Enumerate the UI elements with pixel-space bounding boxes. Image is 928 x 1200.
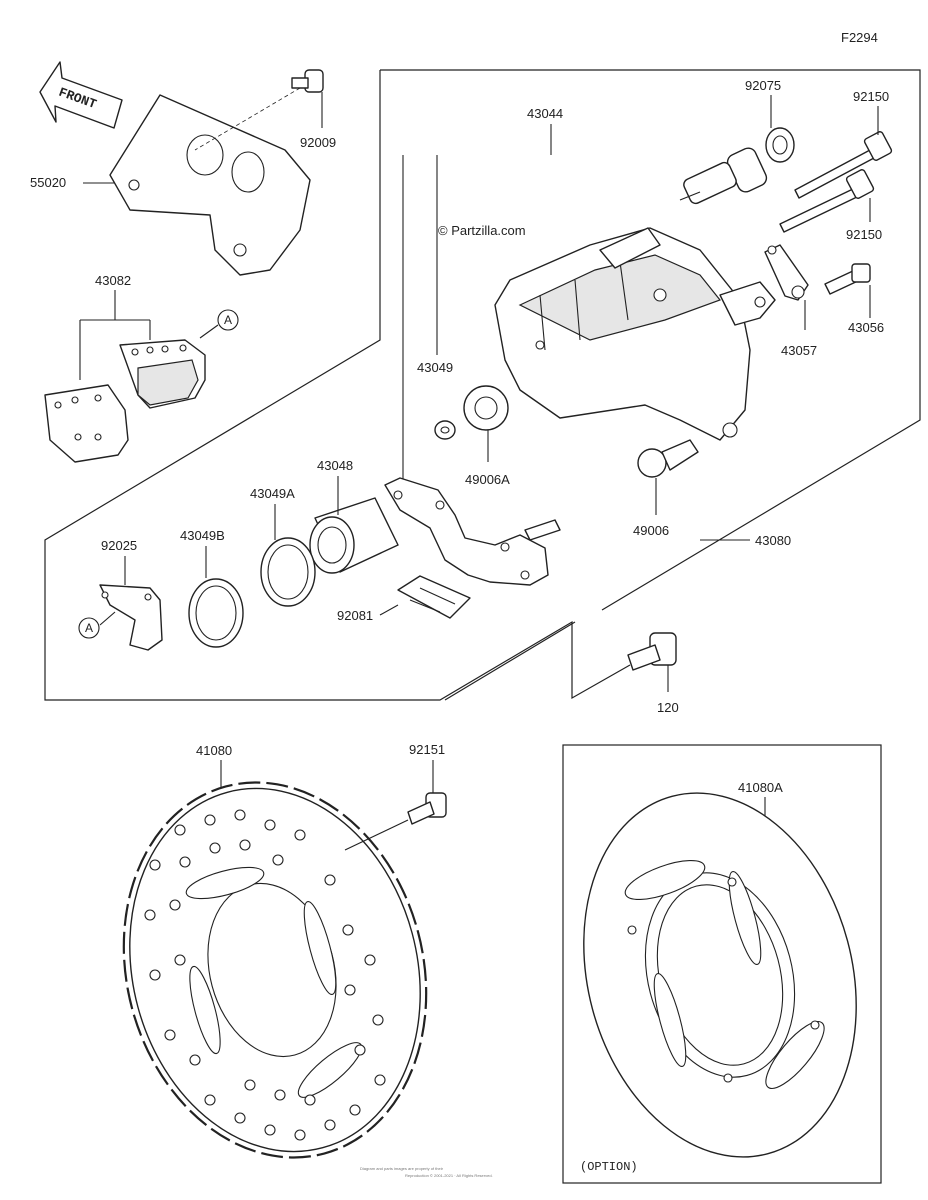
diagram-id: F2294 xyxy=(841,30,878,45)
fine-print-2: Reproduction © 2001-2021 · All Rights Re… xyxy=(405,1173,493,1178)
pin-boot-92075 xyxy=(679,127,795,205)
leader-92081 xyxy=(379,604,399,616)
callout-a-bottom-text: A xyxy=(85,621,93,635)
label-43044: 43044 xyxy=(527,106,563,121)
label-43048: 43048 xyxy=(317,458,353,473)
label-49006a: 49006A xyxy=(465,472,510,487)
clip-92081 xyxy=(397,575,471,619)
label-55020: 55020 xyxy=(30,175,66,190)
bracket-55020 xyxy=(109,94,311,276)
dash-92009 xyxy=(194,87,301,151)
link-43057 xyxy=(764,244,809,301)
watermark: © Partzilla.com xyxy=(438,223,526,238)
label-92150-bottom: 92150 xyxy=(846,227,882,242)
label-43082: 43082 xyxy=(95,273,131,288)
fine-print-1: Diagram and parts images are property of… xyxy=(360,1166,444,1171)
label-92081: 92081 xyxy=(337,608,373,623)
label-49006: 49006 xyxy=(633,523,669,538)
bolt-92151 xyxy=(407,792,447,825)
pin-92150-top xyxy=(794,131,893,199)
label-43049b: 43049B xyxy=(180,528,225,543)
caliper-assembly-frame-left xyxy=(44,70,631,701)
option-frame xyxy=(562,744,882,1184)
caliper-body-43044 xyxy=(494,227,776,441)
brake-pad-back xyxy=(119,339,206,409)
option-label: (OPTION) xyxy=(580,1160,638,1174)
leader-callout-a-top xyxy=(199,324,219,339)
brake-disc-41080 xyxy=(122,781,428,1159)
leader-43082 xyxy=(79,290,151,380)
label-92075: 92075 xyxy=(745,78,781,93)
bleeder-43056 xyxy=(824,263,871,295)
label-43049a: 43049A xyxy=(250,486,295,501)
label-43057: 43057 xyxy=(781,343,817,358)
label-41080: 41080 xyxy=(196,743,232,758)
inner-section-divider xyxy=(444,621,576,701)
boot-49006a xyxy=(463,385,509,431)
label-43056: 43056 xyxy=(848,320,884,335)
label-41080a: 41080A xyxy=(738,780,783,795)
disc-41080-holes xyxy=(144,809,386,1141)
caliper-assembly-frame xyxy=(380,69,921,611)
bolt-92009 xyxy=(291,69,324,93)
label-43049: 43049 xyxy=(417,360,453,375)
label-92009: 92009 xyxy=(300,135,336,150)
label-43080: 43080 xyxy=(755,533,791,548)
label-92151: 92151 xyxy=(409,742,445,757)
caliper-holder xyxy=(384,477,561,586)
pin-49006 xyxy=(637,439,699,478)
brake-pad-front xyxy=(44,384,129,463)
bolt-120 xyxy=(627,632,677,671)
spring-92025 xyxy=(99,584,163,651)
callout-a-top xyxy=(217,309,239,331)
leader-92151-dash xyxy=(344,819,409,851)
label-120: 120 xyxy=(657,700,679,715)
leader-callout-a-bottom xyxy=(99,611,116,626)
piston-43048 xyxy=(309,497,399,574)
pin-92150-bottom xyxy=(779,169,875,233)
front-arrow-icon: FRONT xyxy=(39,61,123,129)
label-92025: 92025 xyxy=(101,538,137,553)
callout-a-bottom xyxy=(78,617,100,639)
brake-disc-41080a xyxy=(583,792,857,1158)
label-92150-top: 92150 xyxy=(853,89,889,104)
callout-a-top-text: A xyxy=(224,313,232,327)
